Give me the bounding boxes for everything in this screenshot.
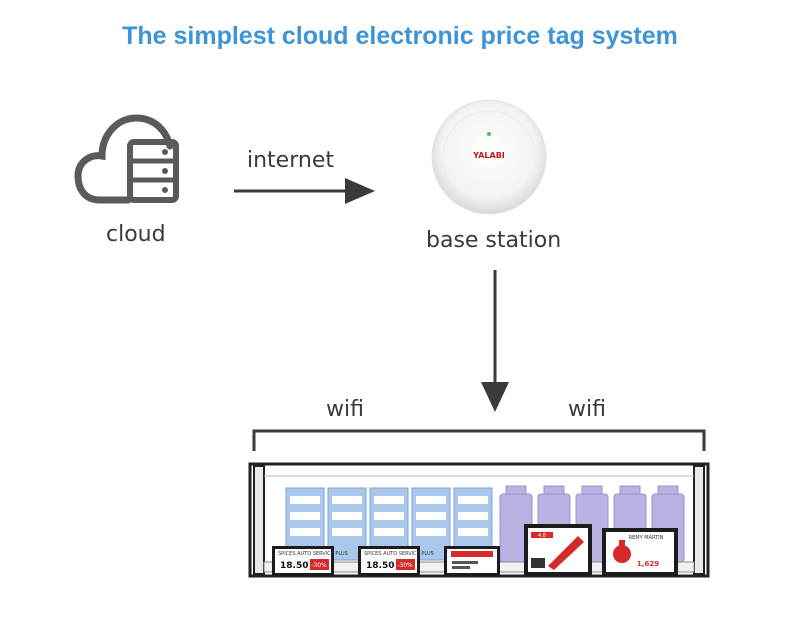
- svg-text:SPICES AUTO SERVICE PLUS: SPICES AUTO SERVICE PLUS: [278, 551, 348, 557]
- base-station-label: base station: [426, 228, 562, 253]
- price-tag: SPICES AUTO SERVICE PLUS 18.50 -30%: [358, 546, 434, 576]
- internet-arrow: [234, 178, 375, 204]
- svg-text:18.50: 18.50: [366, 561, 394, 571]
- cloud-label: cloud: [106, 222, 166, 247]
- price-tag: SPICES AUTO SERVICE PLUS 18.50 -30%: [272, 546, 348, 576]
- base-station-brand: YALABI: [472, 151, 505, 160]
- wifi-down-arrow: [481, 270, 509, 412]
- cloud-server-icon: [74, 114, 179, 204]
- internet-label: internet: [247, 148, 334, 173]
- base-station-icon: YALABI: [431, 99, 547, 215]
- page-title: The simplest cloud electronic price tag …: [122, 22, 678, 50]
- svg-text:1,629: 1,629: [637, 560, 659, 568]
- wifi-label-left: wifi: [326, 397, 364, 422]
- wifi-label-right: wifi: [568, 397, 606, 422]
- svg-text:-30%: -30%: [311, 562, 327, 569]
- svg-text:4.8: 4.8: [538, 533, 546, 539]
- store-shelf-illustration: SPICES AUTO SERVICE PLUS 18.50 -30% SPIC…: [248, 462, 710, 578]
- price-tag: 4.8: [524, 524, 592, 576]
- price-tag: [444, 546, 500, 576]
- svg-text:-30%: -30%: [397, 562, 413, 569]
- wifi-coverage-bracket: [252, 429, 706, 451]
- svg-text:SPICES AUTO SERVICE PLUS: SPICES AUTO SERVICE PLUS: [364, 551, 434, 557]
- svg-text:REMY MARTIN: REMY MARTIN: [629, 535, 664, 541]
- price-tag: REMY MARTIN 1,629: [602, 528, 678, 576]
- svg-text:18.50: 18.50: [280, 561, 308, 571]
